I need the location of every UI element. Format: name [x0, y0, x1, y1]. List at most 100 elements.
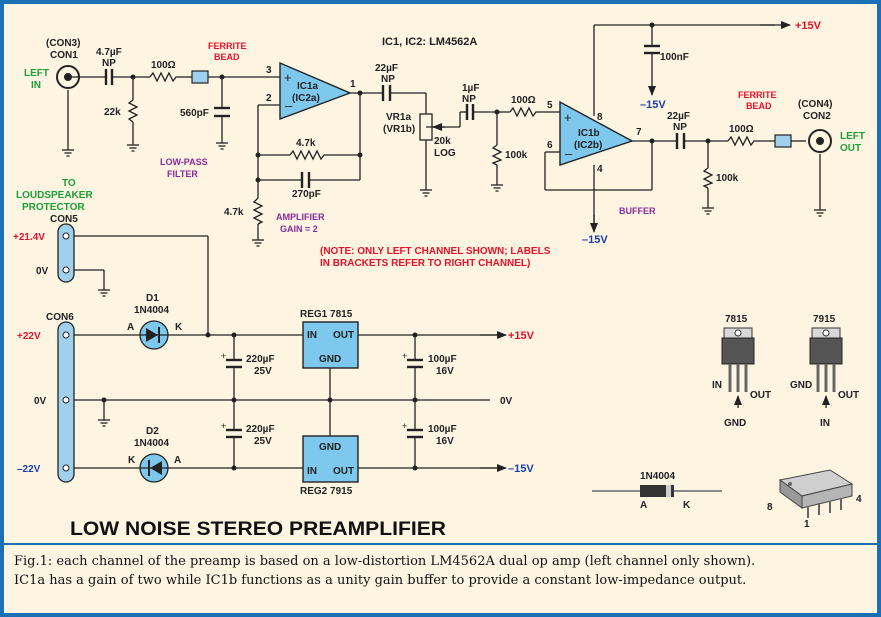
svg-text:100k: 100k	[505, 150, 528, 161]
svg-text:D2: D2	[146, 426, 159, 437]
dip8-package	[778, 469, 854, 518]
resistor-100k-2	[702, 167, 714, 189]
svg-text:NP: NP	[673, 122, 687, 133]
svg-text:7915: 7915	[813, 314, 836, 325]
svg-text:20k: 20k	[434, 136, 451, 147]
svg-text:OUT: OUT	[750, 390, 771, 401]
svg-text:REG2 7915: REG2 7915	[300, 486, 353, 497]
label-left-out-2: OUT	[840, 143, 861, 154]
svg-text:IN: IN	[307, 466, 317, 477]
svg-text:GND: GND	[724, 418, 746, 429]
ground-icon	[814, 154, 826, 217]
svg-text:D1: D1	[146, 293, 159, 304]
svg-text:+: +	[221, 421, 226, 431]
diode-d2	[139, 453, 169, 483]
svg-text:220µF: 220µF	[246, 354, 275, 365]
ground-symbols	[62, 90, 826, 427]
junctions	[101, 22, 711, 471]
svg-text:–: –	[285, 98, 293, 113]
resistor-100-2	[509, 106, 538, 118]
label-con1: CON1	[50, 50, 78, 61]
svg-text:NP: NP	[462, 94, 476, 105]
ground-icon	[420, 189, 432, 197]
svg-text:IN: IN	[820, 418, 830, 429]
figure-title: LOW NOISE STEREO PREAMPLIFIER	[70, 519, 446, 540]
svg-text:LOG: LOG	[434, 148, 456, 159]
svg-text:7815: 7815	[725, 314, 748, 325]
caption-line-2: IC1a has a gain of two while IC1b functi…	[14, 573, 747, 588]
ground-icon	[98, 419, 110, 427]
svg-text:100Ω: 100Ω	[511, 95, 536, 106]
svg-text:BUFFER: BUFFER	[619, 206, 656, 216]
svg-text:4.7k: 4.7k	[224, 207, 244, 218]
svg-text:+: +	[284, 70, 292, 85]
svg-text:+: +	[221, 351, 226, 361]
opamp-ic1b	[559, 100, 634, 166]
svg-text:(IC2b): (IC2b)	[574, 140, 602, 151]
svg-text:–15V: –15V	[508, 463, 534, 475]
svg-text:GAIN = 2: GAIN = 2	[280, 224, 318, 234]
capacitor-220u-2	[226, 428, 242, 439]
resistor-22k	[127, 99, 139, 123]
capacitor-100u-2	[407, 428, 423, 439]
label-m15-ic1b-pin8: –15V	[640, 99, 666, 111]
diode-1n4004-drawing	[592, 485, 722, 497]
regulator-reg2	[302, 435, 359, 483]
label-con2: CON2	[803, 111, 831, 122]
svg-text:CON5: CON5	[50, 214, 78, 225]
svg-text:1µF: 1µF	[462, 83, 479, 94]
to220-7815	[721, 327, 755, 392]
svg-text:IC1b: IC1b	[578, 128, 600, 139]
svg-text:22k: 22k	[104, 107, 121, 118]
svg-text:4: 4	[597, 164, 603, 175]
svg-text:8: 8	[597, 112, 603, 123]
svg-text:16V: 16V	[436, 436, 454, 447]
figure-caption: Fig.1: each channel of the preamp is bas…	[4, 545, 877, 613]
svg-text:1: 1	[350, 79, 356, 90]
connector-con5	[57, 223, 75, 283]
wires	[68, 24, 806, 469]
capacitor-220u-1	[226, 358, 242, 369]
svg-text:FERRITE: FERRITE	[208, 41, 247, 51]
label-p15-top: +15V	[795, 20, 822, 32]
opamp-ic1a	[279, 61, 352, 121]
svg-text:CON6: CON6	[46, 312, 74, 323]
diode-d1	[139, 320, 169, 350]
resistor-4k7-gnd	[252, 197, 264, 225]
svg-text:K: K	[683, 500, 691, 511]
svg-text:7: 7	[636, 127, 642, 138]
capacitors	[104, 44, 686, 439]
ground-icon	[98, 289, 110, 297]
ground-icon	[252, 239, 264, 247]
svg-text:AMPLIFIER: AMPLIFIER	[276, 212, 325, 222]
svg-text:4.7k: 4.7k	[296, 138, 316, 149]
capacitor-4u7	[104, 69, 114, 85]
capacitor-100u-1	[407, 358, 423, 369]
svg-text:–22V: –22V	[17, 464, 41, 475]
svg-text:A: A	[640, 500, 647, 511]
ground-icon	[216, 142, 228, 150]
svg-text:(VR1b): (VR1b)	[383, 124, 415, 135]
caption-separator	[4, 543, 877, 545]
svg-text:5: 5	[547, 100, 553, 111]
svg-text:REG1 7815: REG1 7815	[300, 309, 353, 320]
svg-text:220µF: 220µF	[246, 424, 275, 435]
svg-text:BEAD: BEAD	[214, 52, 240, 62]
ferrite-bead-in	[191, 70, 209, 84]
capacitor-560p	[214, 106, 230, 118]
label-left-out-1: LEFT	[840, 131, 865, 142]
resistors	[127, 71, 756, 225]
ground-icon	[702, 207, 714, 215]
capacitor-22u-2	[675, 133, 686, 149]
regulator-reg1	[302, 321, 359, 369]
svg-text:16V: 16V	[436, 366, 454, 377]
svg-text:+15V: +15V	[508, 330, 535, 342]
svg-text:+21.4V: +21.4V	[13, 232, 45, 243]
arrows	[480, 21, 830, 472]
rca-connector-out	[808, 129, 832, 153]
note-line1: (NOTE: ONLY LEFT CHANNEL SHOWN; LABELS	[320, 246, 551, 257]
label-con4: (CON4)	[798, 99, 832, 110]
svg-text:IC1a: IC1a	[297, 81, 319, 92]
capacitor-270p	[300, 172, 311, 188]
